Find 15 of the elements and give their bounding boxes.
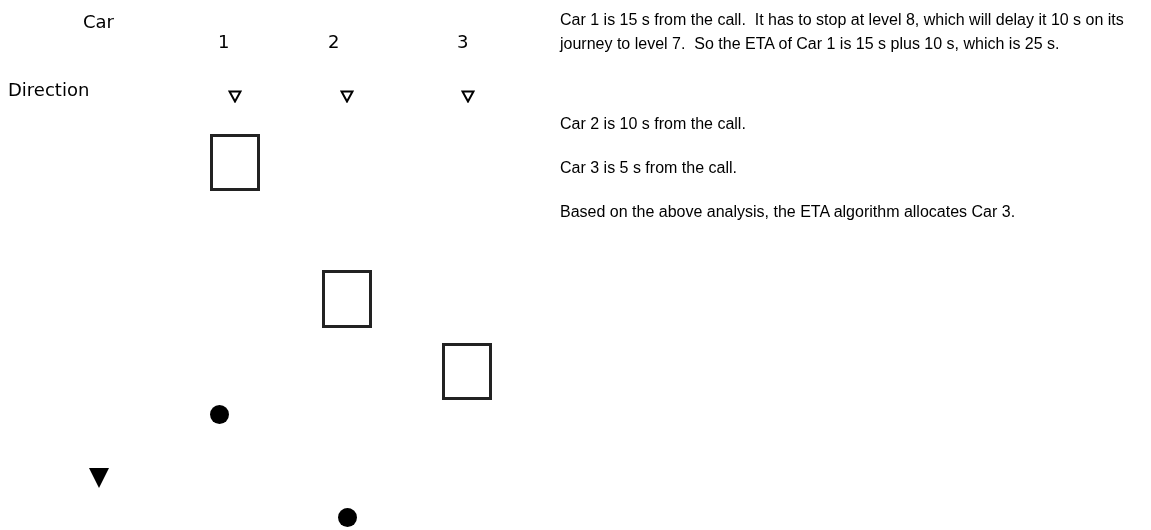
text-label: 2 xyxy=(328,30,340,54)
text-label: Based on the above analysis, the ETA algorithm allocates Car 3. xyxy=(560,202,1017,222)
text-label: Direction xyxy=(8,78,90,102)
text-label: Car xyxy=(83,10,114,34)
lift-car-box xyxy=(322,270,372,328)
text-label: 3 xyxy=(457,30,469,54)
lift-car-box xyxy=(210,134,260,191)
stop-dot xyxy=(210,405,229,424)
text-label: Car 2 is 10 s from the call. xyxy=(560,114,747,134)
text-label: Car 3 is 5 s from the call. xyxy=(560,158,738,178)
text-label: Car 1 is 15 s from the call. It has to stop at level 8, which will delay it 10 s on its journey to level 7. So the ETA of Car 1 is 15 s plus 10 s, which is 25 s. xyxy=(560,10,1125,54)
text-label: 1 xyxy=(218,30,230,54)
lift-car-box xyxy=(442,343,492,400)
stop-dot xyxy=(338,508,357,527)
call-marker xyxy=(89,468,109,488)
